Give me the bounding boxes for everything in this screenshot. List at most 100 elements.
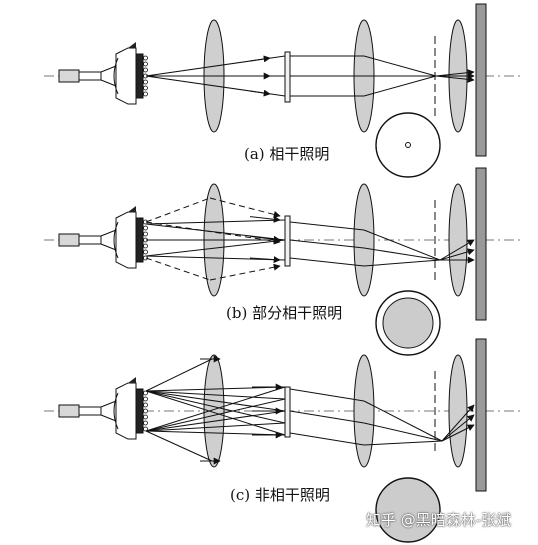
condenser-curve bbox=[113, 57, 119, 95]
ray bbox=[145, 390, 286, 400]
panel-incoherent bbox=[44, 338, 520, 492]
dashed-ray bbox=[209, 263, 281, 281]
pupil-partial-fill bbox=[382, 297, 434, 349]
ray bbox=[145, 239, 286, 257]
pupil-point-source bbox=[405, 142, 411, 148]
ray bbox=[145, 410, 286, 432]
dashed-ray bbox=[145, 197, 211, 223]
dashed-ray bbox=[145, 257, 211, 281]
ray bbox=[363, 247, 441, 261]
microlens bbox=[143, 91, 148, 97]
condenser-housing bbox=[115, 211, 137, 269]
panel-partially-coherent bbox=[44, 167, 520, 321]
ray-arrow bbox=[249, 215, 281, 223]
microlens bbox=[143, 402, 148, 408]
ray bbox=[145, 386, 286, 392]
condenser-curve bbox=[113, 221, 119, 259]
lamp-body bbox=[58, 404, 80, 418]
watermark: 知乎 @黑暗森林-张斌 bbox=[366, 511, 512, 529]
lens-array bbox=[135, 388, 144, 434]
projection-lens-2 bbox=[448, 354, 468, 468]
dashed-ray bbox=[145, 221, 281, 245]
microlens bbox=[143, 61, 148, 67]
pupil-spots bbox=[375, 112, 441, 543]
condenser-lens bbox=[203, 354, 225, 468]
ray bbox=[441, 414, 475, 442]
ray bbox=[289, 221, 365, 231]
ray bbox=[289, 239, 365, 249]
condenser-curve bbox=[113, 392, 119, 430]
ray bbox=[441, 424, 475, 442]
ray bbox=[435, 69, 475, 77]
projection-lens-1 bbox=[353, 183, 375, 297]
fiber-connector bbox=[78, 235, 102, 245]
mask-plate bbox=[284, 51, 291, 103]
mask-plate bbox=[284, 386, 291, 438]
ray bbox=[363, 440, 443, 446]
ray bbox=[289, 410, 365, 424]
microlens bbox=[143, 249, 148, 255]
microlens bbox=[143, 390, 148, 396]
microlens bbox=[143, 67, 148, 73]
fiber-connector bbox=[78, 406, 102, 416]
wafer-screen bbox=[475, 338, 487, 492]
array-tip bbox=[128, 206, 136, 212]
array-tip bbox=[128, 42, 136, 48]
ray bbox=[145, 430, 213, 462]
projection-lens-2 bbox=[448, 183, 468, 297]
projection-lens-1 bbox=[353, 354, 375, 468]
microlens bbox=[143, 426, 148, 432]
ray bbox=[145, 358, 213, 392]
lens-array bbox=[135, 217, 144, 263]
caption-incoherent: (c) 非相干照明 bbox=[230, 486, 330, 504]
microlens bbox=[143, 396, 148, 402]
ray bbox=[363, 422, 443, 442]
microlens bbox=[143, 420, 148, 426]
ray-arrow bbox=[249, 256, 281, 264]
ray bbox=[439, 239, 475, 261]
microlens bbox=[143, 231, 148, 237]
pupil-incoherent bbox=[375, 477, 441, 543]
caption-partially-coherent: (b) 部分相干照明 bbox=[226, 304, 343, 322]
ray bbox=[289, 388, 365, 402]
microlens bbox=[143, 79, 148, 85]
ray bbox=[363, 229, 441, 261]
ray bbox=[289, 257, 365, 267]
ray bbox=[289, 432, 365, 446]
fiber-connector bbox=[78, 71, 102, 81]
microlens bbox=[143, 85, 148, 91]
microlens bbox=[143, 243, 148, 249]
ray bbox=[145, 422, 286, 432]
array-tip bbox=[128, 377, 136, 383]
ray bbox=[363, 400, 443, 442]
lens-array bbox=[135, 53, 144, 99]
microlens bbox=[143, 408, 148, 414]
dashed-ray bbox=[209, 197, 281, 218]
ray bbox=[441, 404, 475, 442]
ray bbox=[145, 430, 286, 436]
ray bbox=[145, 390, 286, 424]
ray bbox=[363, 259, 441, 267]
ray bbox=[439, 248, 475, 261]
mask-plate bbox=[284, 215, 291, 267]
ray bbox=[363, 75, 437, 97]
microlens bbox=[143, 55, 148, 61]
caption-coherent: (a) 相干照明 bbox=[244, 145, 330, 163]
ray bbox=[435, 75, 475, 83]
condenser-housing bbox=[115, 382, 137, 440]
lamp-body bbox=[58, 69, 80, 83]
condenser-housing bbox=[115, 47, 137, 105]
ray bbox=[145, 398, 286, 432]
ray-arrow bbox=[249, 89, 271, 97]
wafer-screen bbox=[475, 3, 487, 157]
ray bbox=[145, 219, 286, 225]
wafer-screen bbox=[475, 167, 487, 321]
microlens bbox=[143, 225, 148, 231]
ray bbox=[145, 255, 286, 261]
ray bbox=[363, 55, 437, 77]
lamp-body bbox=[58, 233, 80, 247]
ray bbox=[145, 386, 286, 432]
panel-coherent bbox=[44, 3, 520, 157]
